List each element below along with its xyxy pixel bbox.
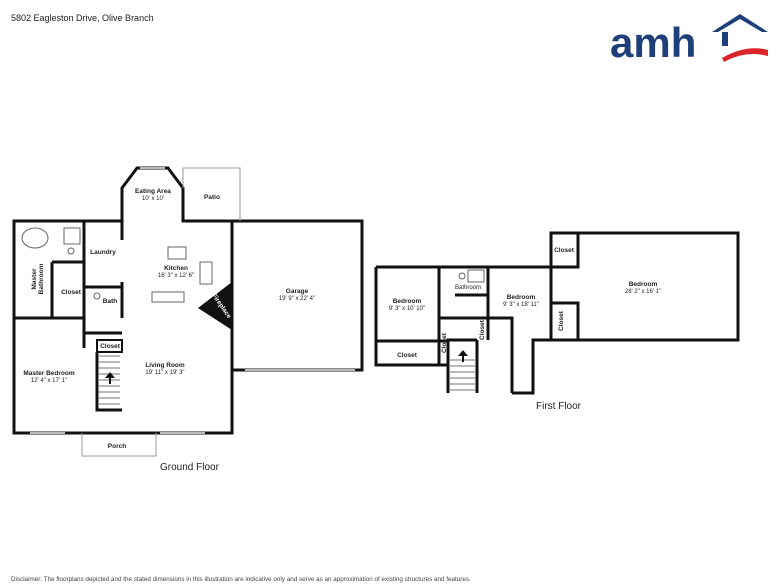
amh-logo: amh <box>610 14 768 66</box>
room-name: Porch <box>108 443 126 450</box>
up-arrow-icon <box>458 350 468 362</box>
room-dims: 19' 11" x 19' 3" <box>145 370 184 376</box>
room-name: Master Bedroom <box>23 370 75 377</box>
room-dims: 16' 3" x 12' 6" <box>158 273 194 279</box>
room-name: Bathroom <box>455 285 481 291</box>
room-name: Bedroom <box>629 281 658 288</box>
room-name: Eating Area <box>135 188 171 195</box>
patio-outline <box>182 167 241 221</box>
room-name: Bathroom <box>38 263 45 294</box>
stove-icon <box>199 261 213 285</box>
room-name: Laundry <box>90 249 116 256</box>
room-name: Patio <box>204 194 220 201</box>
room-name: Closet <box>558 310 565 331</box>
room-name: Closet <box>441 332 448 353</box>
logo-swoosh <box>722 48 768 62</box>
room-dims: 10' x 10' <box>142 196 164 202</box>
first-floor-stairs <box>450 359 475 391</box>
room-name: Kitchen <box>164 265 188 272</box>
house-roof-icon <box>712 14 768 32</box>
toilet-icon <box>458 272 466 280</box>
room-dims: 28' 2" x 16' 1" <box>625 289 661 295</box>
room-name: Bedroom <box>507 294 536 301</box>
room-name: Bedroom <box>393 298 422 305</box>
ground-floor-label: Ground Floor <box>160 462 219 473</box>
porch-outline <box>81 433 157 457</box>
sink-icon <box>467 269 485 283</box>
house-wall-icon <box>722 32 728 46</box>
room-name: Living Room <box>145 362 185 369</box>
room-name: Closet <box>479 319 486 340</box>
property-address: 5802 Eagleston Drive, Olive Branch <box>11 13 154 23</box>
toilet-icon <box>93 292 101 300</box>
room-name: Closet <box>397 352 418 359</box>
ground-stairs <box>99 355 120 405</box>
room-name: Closet <box>61 289 82 296</box>
disclaimer-text: Disclaimer: The floorplans depicted and … <box>11 576 471 583</box>
logo-text: amh <box>610 19 696 66</box>
up-arrow-icon <box>105 372 115 384</box>
room-name: Garage <box>286 288 309 295</box>
first-floor-walls <box>374 231 740 395</box>
room-name: Master <box>31 268 38 289</box>
room-dims: 19' 9" x 22' 4" <box>279 296 315 302</box>
room-name: Closet <box>100 343 121 350</box>
windows <box>30 167 355 434</box>
fireplace-block <box>198 282 232 330</box>
room-name: Closet <box>554 247 575 254</box>
room-name: Bath <box>103 298 117 305</box>
shower-icon <box>63 227 81 245</box>
kitchen-counter <box>151 291 185 303</box>
room-dims: 12' 4" x 17' 1" <box>31 378 67 384</box>
kitchen-island <box>167 246 187 260</box>
bathtub-icon <box>21 227 49 249</box>
room-dims: 9' 3" x 10' 10" <box>389 306 425 312</box>
room-dims: 9' 3" x 18' 11" <box>503 302 539 308</box>
toilet-icon <box>67 247 75 255</box>
first-floor-label: First Floor <box>536 401 581 412</box>
